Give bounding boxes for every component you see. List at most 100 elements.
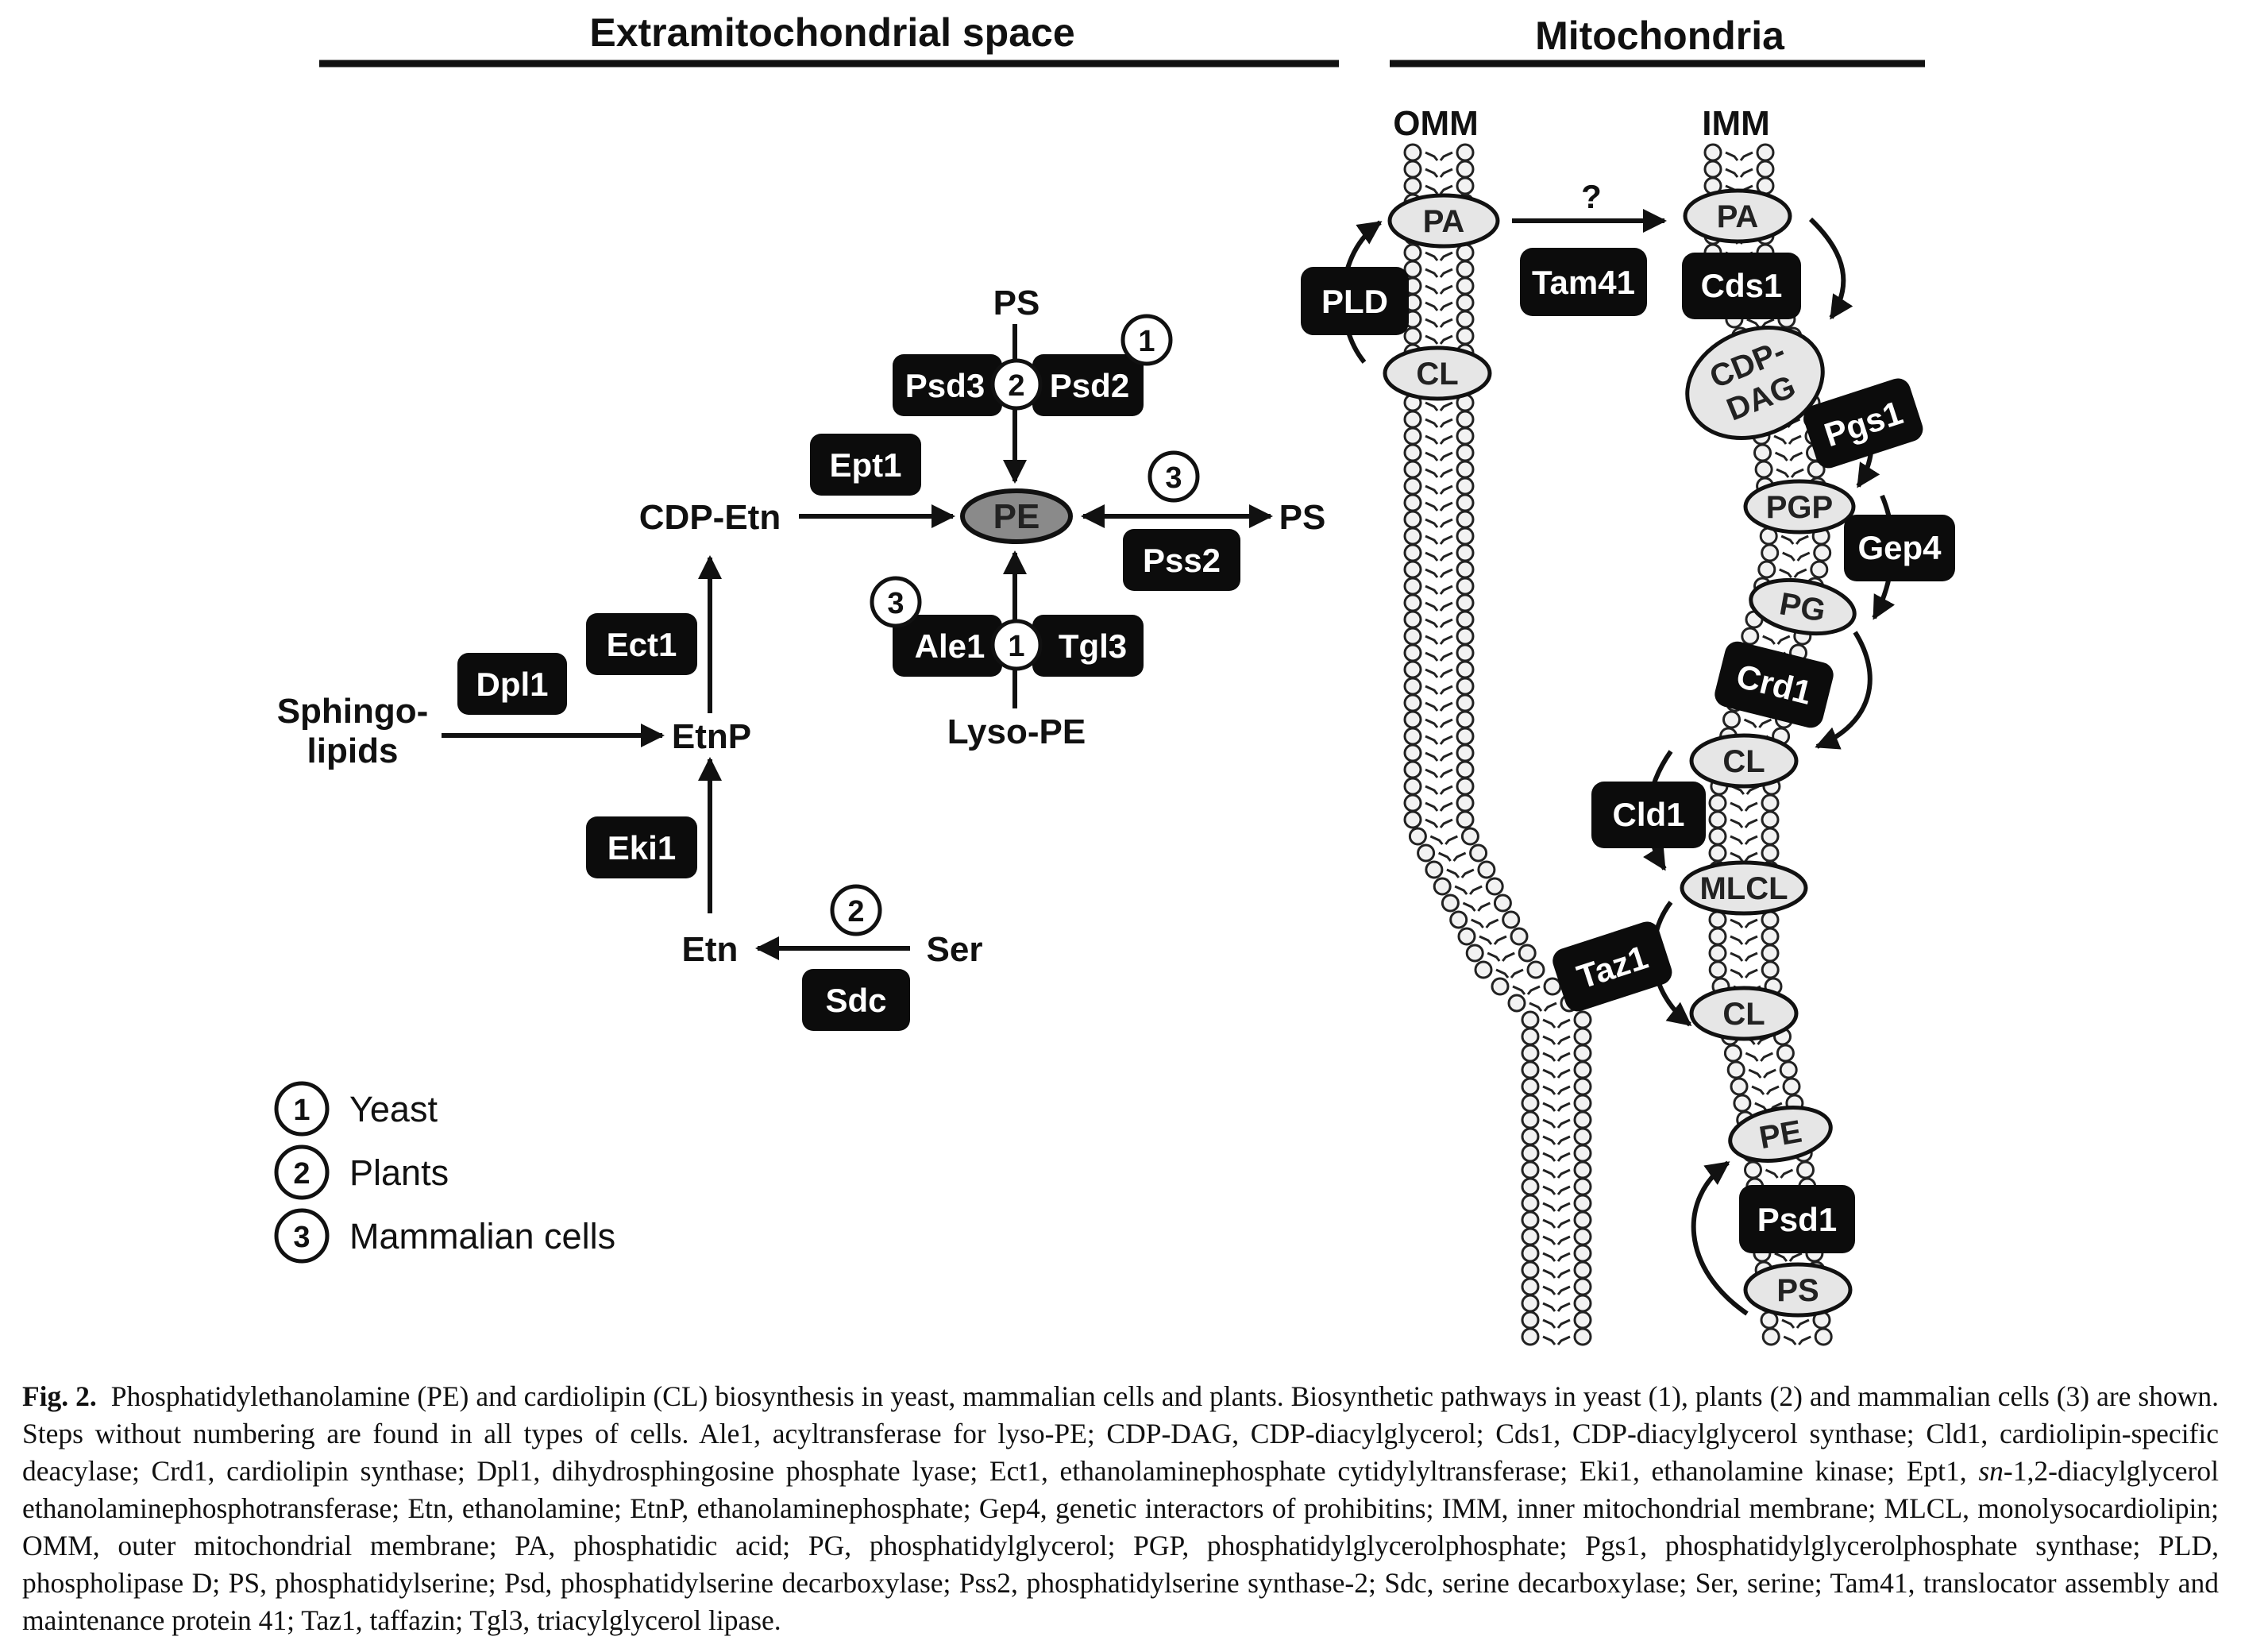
lipid-head <box>1573 1160 1592 1179</box>
figure-caption: Fig. 2. Phosphatidylethanolamine (PE) an… <box>22 1378 2219 1639</box>
lipid-head <box>1403 527 1422 546</box>
lipid-head <box>1456 627 1475 646</box>
lipid-omm-pa: PA <box>1387 193 1500 249</box>
lipid-head <box>1521 1044 1540 1063</box>
svg-text:Ept1: Ept1 <box>829 446 901 484</box>
lipid-head <box>1485 877 1504 896</box>
lipid-head <box>1573 1060 1592 1079</box>
lipid-head <box>1573 1294 1592 1313</box>
lipid-head <box>1754 460 1773 479</box>
svg-text:Sdc: Sdc <box>825 982 886 1019</box>
entity-etn: Etn <box>682 930 739 969</box>
lipid-head <box>1493 894 1512 913</box>
lipid-head <box>1425 860 1444 879</box>
lipid-head <box>1741 627 1760 646</box>
lipid-head <box>1708 960 1727 979</box>
lipid-head <box>1573 1260 1592 1280</box>
lipid-head <box>1573 1044 1592 1063</box>
lipid-cl-1: CL <box>1689 733 1799 789</box>
lipid-head <box>1456 793 1475 812</box>
arrow-ps-to-pe-mito <box>1691 1160 1749 1316</box>
lipid-head <box>1477 860 1496 879</box>
legend-item-yeast: 1 Yeast <box>274 1081 438 1137</box>
lipid-tails <box>1439 151 1571 1345</box>
lipid-head <box>1456 176 1475 195</box>
lipid-head <box>1761 927 1780 946</box>
caption-text-a: Phosphatidylethanolamine (PE) and cardio… <box>22 1380 2219 1487</box>
lipid-head <box>1756 160 1775 179</box>
svg-text:Yeast: Yeast <box>349 1089 438 1129</box>
enzyme-pgs1: Pgs1 <box>1803 378 1923 469</box>
entity-sphingolipids-2: lipids <box>307 731 399 770</box>
lipid-head <box>1403 443 1422 462</box>
lipid-head <box>1403 627 1422 646</box>
enzyme-eki1: Eki1 <box>586 816 697 878</box>
lipid-head <box>1456 777 1475 796</box>
lipid-head <box>1456 326 1475 345</box>
svg-text:1: 1 <box>293 1094 310 1127</box>
unknown-step-mark: ? <box>1581 178 1602 215</box>
lipid-head <box>1456 293 1475 312</box>
lipid-cdp-dag: CDP- DAG <box>1685 325 1825 441</box>
lipid-head <box>1573 1144 1592 1163</box>
enzyme-ale1: Ale1 <box>893 615 1002 677</box>
lipid-ps-mito: PS <box>1743 1262 1853 1318</box>
lipid-head <box>1408 827 1427 846</box>
lipid-head <box>1730 1077 1749 1096</box>
extra-arrows <box>442 324 1273 960</box>
lipid-head <box>1761 843 1780 863</box>
header-extramitochondrial: Extramitochondrial space <box>589 10 1074 55</box>
lipid-head <box>1521 1094 1540 1113</box>
lipid-head <box>1756 143 1775 162</box>
lipid-head <box>1433 877 1452 896</box>
enzyme-taz1: Taz1 <box>1552 921 1672 1012</box>
lipid-head <box>1491 977 1510 996</box>
lipid-head <box>1708 843 1727 863</box>
num-psd-2: 2 <box>990 358 1043 411</box>
lipid-head <box>1813 543 1832 562</box>
lipid-pg: PG <box>1749 577 1857 636</box>
entity-ser: Ser <box>927 930 983 969</box>
lipid-head <box>1708 827 1727 846</box>
enzyme-gep4: Gep4 <box>1844 515 1955 581</box>
svg-text:CL: CL <box>1416 357 1458 392</box>
lipid-head <box>1403 460 1422 479</box>
svg-text:PLD: PLD <box>1321 283 1388 320</box>
svg-text:Eki1: Eki1 <box>608 829 676 867</box>
lipid-head <box>1456 493 1475 512</box>
svg-text:Plants: Plants <box>349 1152 449 1193</box>
lipid-head <box>1521 1277 1540 1296</box>
num-ale1-3: 3 <box>870 576 922 628</box>
svg-text:PG: PG <box>1777 586 1829 628</box>
lipid-head <box>1456 443 1475 462</box>
lipid-head <box>1521 1010 1540 1029</box>
svg-text:3: 3 <box>1165 461 1182 495</box>
svg-text:Ect1: Ect1 <box>607 626 677 663</box>
lipid-head <box>1708 793 1727 812</box>
header-mitochondria: Mitochondria <box>1535 14 1785 58</box>
lipid-pe-mito: PE <box>1728 1106 1833 1163</box>
lipid-head <box>1456 660 1475 679</box>
lipid-head <box>1744 1160 1762 1179</box>
lipid-head <box>1573 1277 1592 1296</box>
lipid-mlcl: MLCL <box>1680 860 1808 916</box>
entity-cdp-etn: CDP-Etn <box>639 498 781 537</box>
svg-text:2: 2 <box>847 895 864 928</box>
lipid-head <box>1814 1327 1833 1346</box>
lipid-head <box>1417 843 1436 863</box>
lipid-head <box>1403 693 1422 712</box>
lipid-head <box>1543 977 1562 996</box>
entity-lyso-pe: Lyso-PE <box>947 712 1086 751</box>
caption-fig-label: Fig. 2. <box>22 1380 97 1412</box>
svg-text:1: 1 <box>1138 325 1155 358</box>
lipid-head <box>1403 243 1422 262</box>
membranes <box>1403 143 1833 1346</box>
lipid-head <box>1521 1244 1540 1263</box>
lipid-head <box>1403 727 1422 746</box>
lipid-head <box>1521 1060 1540 1079</box>
lipid-head <box>1723 1044 1742 1063</box>
lipid-head <box>1403 643 1422 662</box>
lipid-head <box>1403 143 1422 162</box>
lipid-head <box>1465 944 1484 963</box>
lipid-head <box>1441 894 1460 913</box>
